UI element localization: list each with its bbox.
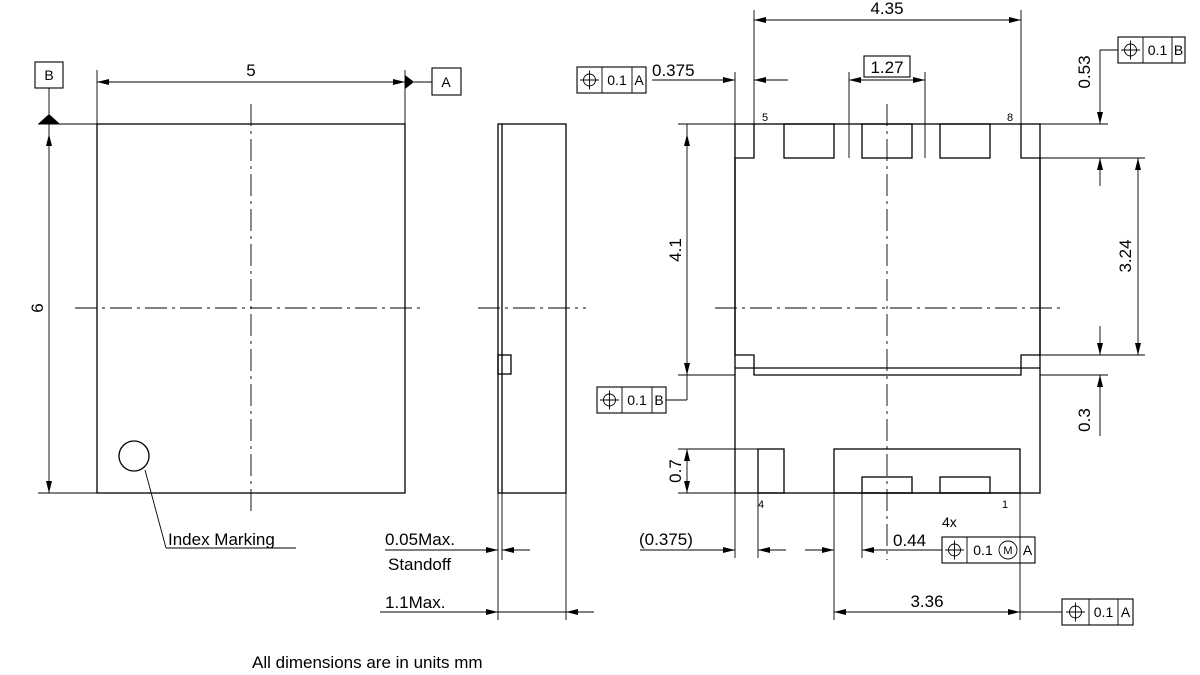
dim-6-arrow-top: [46, 134, 52, 146]
position-icon: [600, 390, 619, 410]
dim-0-53-label: 0.53: [1075, 55, 1094, 88]
fcf-3-frame: [596, 386, 667, 414]
dim-0-3-label: 0.3: [1075, 408, 1094, 432]
bottom-view: 5 8 4 1 4.35 1.27 0.375: [576, 0, 1186, 626]
dim-4-35-arrow-right: [1009, 17, 1021, 23]
dim-0-44-arrow-right: [862, 547, 874, 553]
side-view: 0.05Max. Standoff 1.1Max.: [380, 123, 594, 620]
dim-0-375-arrow-right: [754, 77, 766, 83]
dim-1-27-label: 1.27: [870, 58, 903, 77]
position-icon: [1066, 602, 1085, 622]
dim-0-375-ref-arrow-left: [723, 547, 735, 553]
pin-5-label: 5: [762, 112, 768, 124]
dim-4-35-label: 4.35: [870, 0, 903, 18]
lead-pad-pin4: [757, 448, 785, 494]
dim-4-1-arrow-top: [684, 134, 690, 146]
dim-3-36-arrow-left: [834, 609, 846, 615]
dim-1-27-basic-box: [863, 55, 911, 78]
dim-0-375-ref-arrow-right: [758, 547, 770, 553]
position-icon: [580, 70, 599, 90]
dim-1-27-arrow-right: [913, 77, 925, 83]
dim-0-44-arrow-left: [822, 547, 834, 553]
dim-6-label: 6: [28, 303, 47, 312]
position-icon: [945, 540, 964, 560]
fcf-1-value: 0.1: [607, 72, 627, 88]
height-max-arrow-right: [566, 609, 578, 615]
side-view-lead: [497, 354, 512, 375]
dim-3-24-arrow-bottom: [1135, 343, 1141, 355]
dim-3-24-arrow-top: [1135, 158, 1141, 170]
dim-5-arrow-left: [97, 79, 109, 85]
dim-6-arrow-bottom: [46, 481, 52, 493]
dim-0-44-label: 0.44: [893, 531, 926, 550]
height-max-label: 1.1Max.: [385, 593, 445, 612]
datum-b-letter: B: [44, 67, 53, 83]
dim-5-arrow-right: [393, 79, 405, 85]
dim-0-3-arrow-top: [1097, 343, 1103, 355]
height-max-arrow-left: [486, 609, 498, 615]
fcf-2-value: 0.1: [1148, 42, 1168, 58]
fcf-5-value: 0.1: [1094, 604, 1114, 620]
position-icon: [1121, 40, 1140, 60]
side-view-body: [497, 123, 567, 494]
fcf-3-value: 0.1: [627, 392, 647, 408]
dim-4-1-label: 4.1: [666, 238, 685, 262]
lead-pad-top-1: [783, 123, 835, 159]
index-marking-leader: [144, 469, 167, 549]
fcf-position-0-1-m-a: 0.1 M A: [941, 536, 1036, 564]
dim-4x-label: 4x: [942, 514, 957, 530]
units-footnote: All dimensions are in units mm: [252, 653, 483, 672]
datum-b-box: [34, 61, 64, 89]
top-view: Index Marking 5 A B 6: [28, 61, 462, 549]
datum-a-triangle: [405, 75, 414, 89]
pin-8-label: 8: [1007, 112, 1013, 124]
fcf-position-0-1-b-top: 0.1 B: [1117, 36, 1186, 64]
fcf-2-datum: B: [1174, 42, 1183, 58]
dim-0-7-arrow-top: [684, 449, 690, 461]
dim-0-3-arrow-bottom: [1097, 375, 1103, 387]
dim-0-7-arrow-bottom: [684, 481, 690, 493]
dim-0-53-arrow-top: [1097, 112, 1103, 124]
dim-3-36-arrow-right: [1008, 609, 1020, 615]
mmc-circle-icon: [998, 540, 1018, 560]
pin-4-label: 4: [758, 499, 764, 511]
bottom-view-body: [734, 123, 1041, 494]
dim-0-7-label: 0.7: [666, 459, 685, 483]
datum-a-letter: A: [441, 74, 451, 90]
standoff-arrow-left: [486, 547, 498, 553]
dim-4-1-arrow-bottom: [684, 363, 690, 375]
dim-0-375-arrow-left: [723, 77, 735, 83]
lead-pad-top-3: [939, 123, 991, 159]
fcf-position-0-1-a-bottom: 0.1 A: [1061, 598, 1134, 626]
standoff-value: 0.05Max.: [385, 530, 455, 549]
fcf-3-datum: B: [654, 392, 663, 408]
fcf-1-datum: A: [634, 72, 644, 88]
index-marking-label: Index Marking: [168, 530, 275, 549]
fcf-position-0-1-a-top: 0.1 A: [576, 66, 647, 94]
dim-4-35-arrow-left: [754, 17, 766, 23]
dim-1-27-arrow-left: [849, 77, 861, 83]
source-pad-bottom: [833, 448, 1021, 494]
dim-0-375-ref-label: (0.375): [639, 530, 693, 549]
standoff-label: Standoff: [388, 555, 451, 574]
dim-0-375-label: 0.375: [652, 61, 695, 80]
datum-a-box: [431, 67, 462, 96]
datum-b-triangle: [38, 114, 60, 124]
lead-pad-bottom-3: [939, 476, 991, 494]
pin-1-label: 1: [1002, 499, 1008, 511]
standoff-arrow-right: [502, 547, 514, 553]
fcf-4-datum: A: [1023, 542, 1033, 558]
fcf-4-value: 0.1: [973, 542, 993, 558]
exposed-pad: [734, 124, 1041, 376]
fcf-position-0-1-b-left: 0.1 B: [596, 386, 667, 414]
fcf-5-datum: A: [1121, 604, 1131, 620]
fcf-4-modifier: M: [1003, 545, 1012, 557]
dim-3-24-label: 3.24: [1116, 239, 1135, 272]
dim-0-53-arrow-bottom: [1097, 158, 1103, 170]
dim-5-label: 5: [246, 61, 255, 80]
index-marking-circle: [118, 440, 150, 472]
dim-3-36-label: 3.36: [910, 592, 943, 611]
